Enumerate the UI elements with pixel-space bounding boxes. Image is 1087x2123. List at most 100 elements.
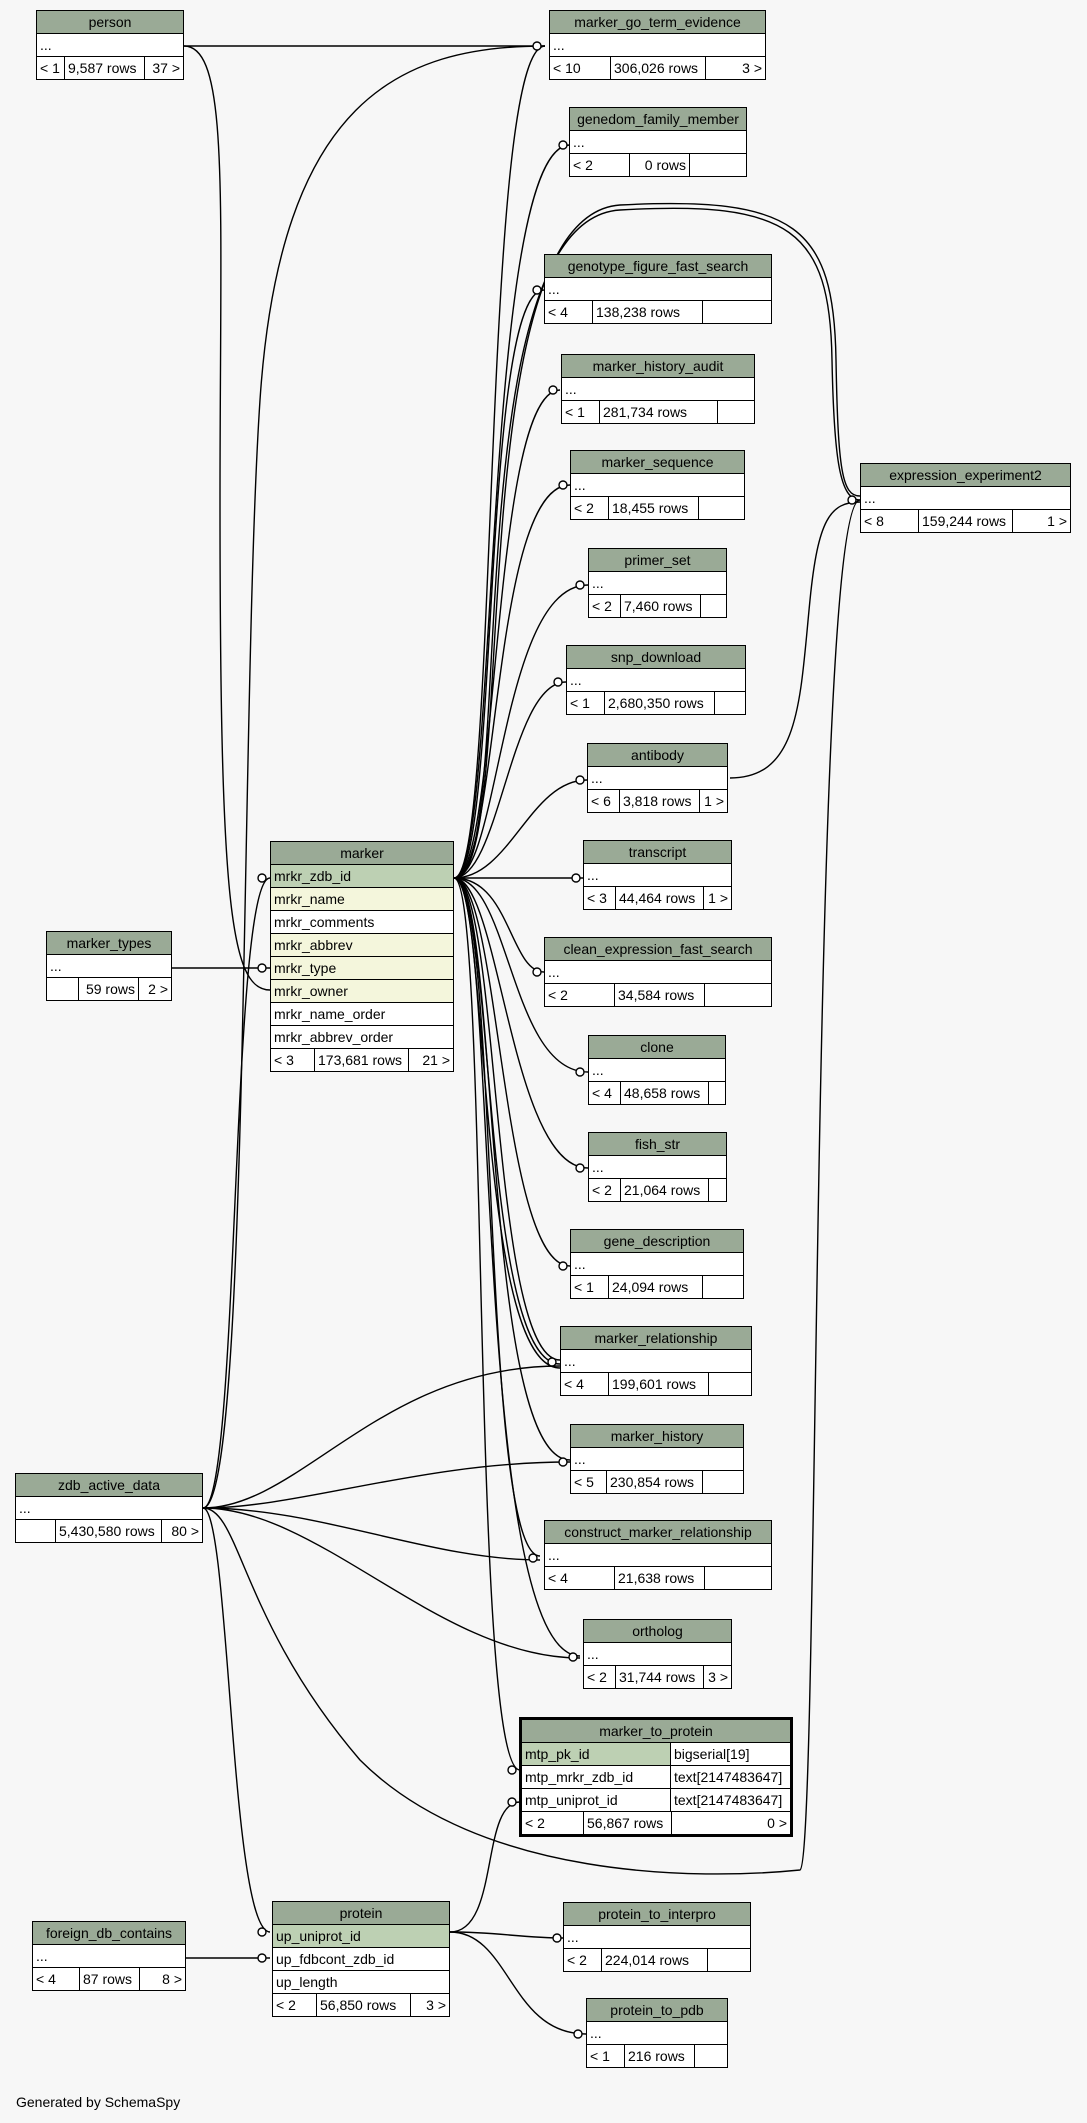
table-stats: < 6 3,818 rows 1 > — [588, 790, 727, 812]
table-zdb-active-data[interactable]: zdb_active_data ... 5,430,580 rows 80 > — [15, 1473, 203, 1543]
table-fish-str[interactable]: fish_str ... < 2 21,064 rows — [588, 1132, 727, 1202]
child-count: 80 > — [171, 1523, 199, 1539]
table-name: marker_types — [47, 932, 171, 955]
row-count: 173,681 rows — [315, 1049, 409, 1071]
table-marker-relationship[interactable]: marker_relationship ... < 4 199,601 rows — [560, 1326, 752, 1396]
table-stats: < 2 7,460 rows — [589, 595, 726, 617]
edge-end-circle — [575, 1163, 585, 1173]
parent-count: < 10 — [550, 57, 611, 79]
parent-count: < 4 — [545, 1567, 615, 1589]
parent-count: < 1 — [567, 692, 605, 714]
table-genedom-family-member[interactable]: genedom_family_member ... < 2 0 rows — [569, 107, 747, 177]
child-count — [701, 595, 726, 617]
table-name: zdb_active_data — [16, 1474, 202, 1497]
table-stats: < 2 18,455 rows — [571, 497, 744, 519]
row-count: 24,094 rows — [609, 1276, 703, 1298]
edge-protein-interpro — [449, 1931, 566, 1939]
table-marker-go-term-evidence[interactable]: marker_go_term_evidence ... < 10 306,026… — [549, 10, 766, 80]
table-stats: < 4 199,601 rows — [561, 1373, 751, 1395]
row-count: 199,601 rows — [609, 1373, 709, 1395]
table-stats: < 4 48,658 rows — [589, 1082, 725, 1104]
edge-marker-history-audit — [453, 389, 561, 879]
edge-end-circle — [573, 2029, 583, 2039]
edge-marker-clean-expression — [453, 877, 545, 973]
table-foreign-db-contains[interactable]: foreign_db_contains ... < 4 87 rows 8 > — [32, 1921, 186, 1991]
table-antibody[interactable]: antibody ... < 6 3,818 rows 1 > — [587, 743, 728, 813]
table-ortholog[interactable]: ortholog ... < 2 31,744 rows 3 > — [583, 1619, 732, 1689]
child-count — [718, 401, 754, 423]
column-placeholder: ... — [545, 961, 771, 984]
row-count: 87 rows — [80, 1968, 140, 1990]
table-gene-description[interactable]: gene_description ... < 1 24,094 rows — [570, 1229, 744, 1299]
table-transcript[interactable]: transcript ... < 3 44,464 rows 1 > — [583, 840, 732, 910]
table-name: clone — [589, 1036, 725, 1059]
row-count: 306,026 rows — [611, 57, 706, 79]
child-count — [709, 1082, 725, 1104]
edge-marker-antibody — [453, 779, 588, 879]
table-construct-marker-relationship[interactable]: construct_marker_relationship ... < 4 21… — [544, 1520, 772, 1590]
table-marker-history-audit[interactable]: marker_history_audit ... < 1 281,734 row… — [561, 354, 755, 424]
row-count: 44,464 rows — [616, 887, 704, 909]
table-marker-history[interactable]: marker_history ... < 5 230,854 rows — [570, 1424, 744, 1494]
column-placeholder: ... — [33, 1945, 185, 1968]
table-clean-expression-fast-search[interactable]: clean_expression_fast_search ... < 2 34,… — [544, 937, 772, 1007]
column-placeholder: ... — [37, 34, 183, 57]
row-count: 2,680,350 rows — [605, 692, 715, 714]
child-count: 37 > — [152, 60, 180, 76]
column-mrkr-comments: mrkr_comments — [271, 911, 453, 934]
edge-marker-snp — [453, 681, 567, 879]
table-expression-experiment2[interactable]: expression_experiment2 ... < 8 159,244 r… — [860, 463, 1071, 533]
table-stats: < 4 87 rows 8 > — [33, 1968, 185, 1990]
table-primer-set[interactable]: primer_set ... < 2 7,460 rows — [588, 548, 727, 618]
column-placeholder: ... — [588, 767, 727, 790]
table-stats: < 2 56,850 rows 3 > — [273, 1994, 449, 2016]
child-count — [705, 984, 771, 1006]
column-placeholder: ... — [571, 474, 744, 497]
table-protein[interactable]: protein up_uniprot_id up_fdbcont_zdb_id … — [272, 1901, 450, 2017]
table-marker-types[interactable]: marker_types ... 59 rows 2 > — [46, 931, 172, 1001]
table-protein-to-interpro[interactable]: protein_to_interpro ... < 2 224,014 rows — [563, 1902, 751, 1972]
parent-count: < 1 — [571, 1276, 609, 1298]
table-name: gene_description — [571, 1230, 743, 1253]
column-type: text[2147483647] — [670, 1789, 790, 1811]
edge-end-circle — [532, 41, 542, 51]
table-marker-to-protein[interactable]: marker_to_protein mtp_pk_id bigserial[19… — [519, 1717, 793, 1837]
table-protein-to-pdb[interactable]: protein_to_pdb ... < 1 216 rows — [586, 1998, 728, 2068]
column-placeholder: ... — [584, 1643, 731, 1666]
column-placeholder: ... — [571, 1253, 743, 1276]
table-name: expression_experiment2 — [861, 464, 1070, 487]
table-name: protein_to_interpro — [564, 1903, 750, 1926]
table-marker[interactable]: marker mrkr_zdb_id mrkr_name mrkr_commen… — [270, 841, 454, 1072]
edge-zdb-marker — [202, 877, 271, 1509]
parent-count: < 2 — [571, 497, 609, 519]
column-placeholder: ... — [861, 487, 1070, 510]
child-count — [703, 1276, 743, 1298]
table-person[interactable]: person ... < 1 9,587 rows 37 > — [36, 10, 184, 80]
parent-count: < 2 — [545, 984, 615, 1006]
column-mrkr-abbrev-order: mrkr_abbrev_order — [271, 1026, 453, 1049]
row-count: 0 rows — [630, 154, 690, 176]
table-snp-download[interactable]: snp_download ... < 1 2,680,350 rows — [566, 645, 746, 715]
edge-marker-relationship-1 — [453, 877, 561, 1361]
table-name: foreign_db_contains — [33, 1922, 185, 1945]
child-count: 3 > — [426, 1997, 446, 2013]
row-count: 31,744 rows — [616, 1666, 704, 1688]
column-placeholder: ... — [47, 955, 171, 978]
edge-end-circle — [847, 495, 857, 505]
table-name: marker — [271, 842, 453, 865]
table-name: fish_str — [589, 1133, 726, 1156]
table-marker-sequence[interactable]: marker_sequence ... < 2 18,455 rows — [570, 450, 745, 520]
child-count — [703, 1471, 743, 1493]
table-clone[interactable]: clone ... < 4 48,658 rows — [588, 1035, 726, 1105]
table-genotype-figure-fast-search[interactable]: genotype_figure_fast_search ... < 4 138,… — [544, 254, 772, 324]
edge-end-circle — [257, 963, 267, 973]
column-type: text[2147483647] — [670, 1766, 790, 1788]
row-count: 34,584 rows — [615, 984, 705, 1006]
column-placeholder: ... — [589, 1059, 725, 1082]
column-name: mtp_pk_id — [525, 1746, 590, 1762]
row-count: 9,587 rows — [65, 57, 145, 79]
table-stats: < 5 230,854 rows — [571, 1471, 743, 1493]
table-stats: < 2 0 rows — [570, 154, 746, 176]
child-count — [708, 1949, 750, 1971]
edge-zdb-go-term — [202, 45, 546, 1509]
